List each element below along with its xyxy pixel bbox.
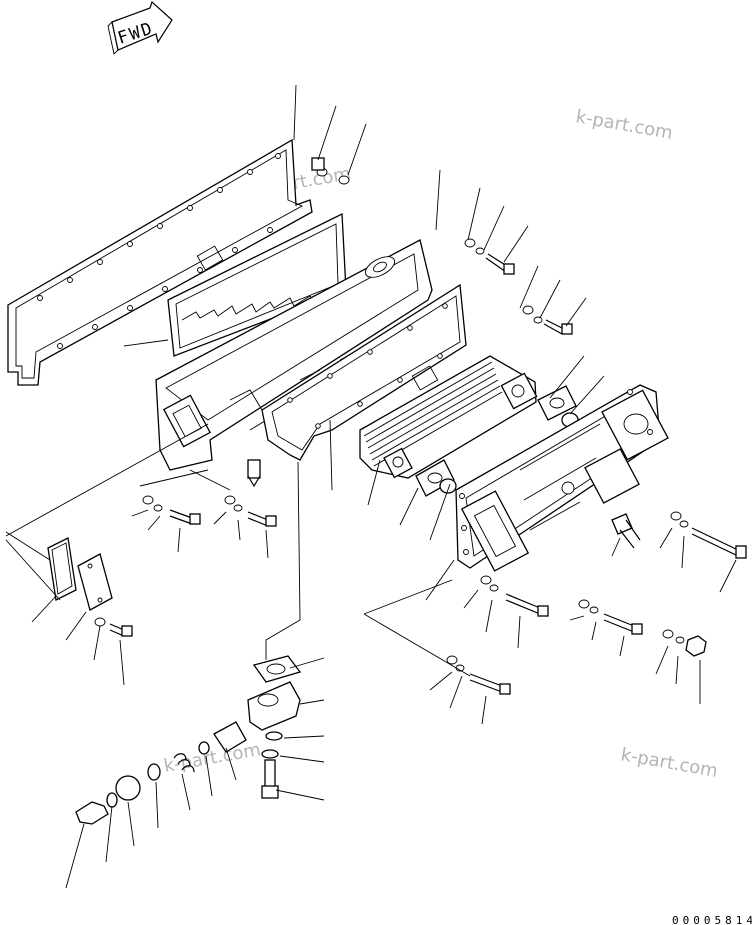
cooler-element — [359, 355, 538, 479]
cooler-cover — [455, 384, 669, 572]
blank-covers — [47, 537, 113, 611]
oil-temperature-sensor — [611, 513, 641, 549]
drawing-code: 00005814 — [672, 914, 752, 925]
large-gasket — [7, 138, 313, 386]
bolts-and-washers — [94, 157, 747, 695]
fwd-label: FWD — [115, 18, 156, 48]
watermark: k-part.com — [162, 739, 262, 777]
thermostat-assembly — [75, 655, 302, 825]
leader-lines — [5, 84, 737, 889]
cooler-small-gaskets — [415, 385, 579, 497]
cover-gasket — [167, 212, 347, 357]
forward-arrow-icon: FWD — [107, 0, 173, 55]
watermark: k-part.com — [574, 106, 674, 144]
cooler-gasket — [261, 283, 467, 461]
watermark: k-part.com — [619, 744, 719, 782]
